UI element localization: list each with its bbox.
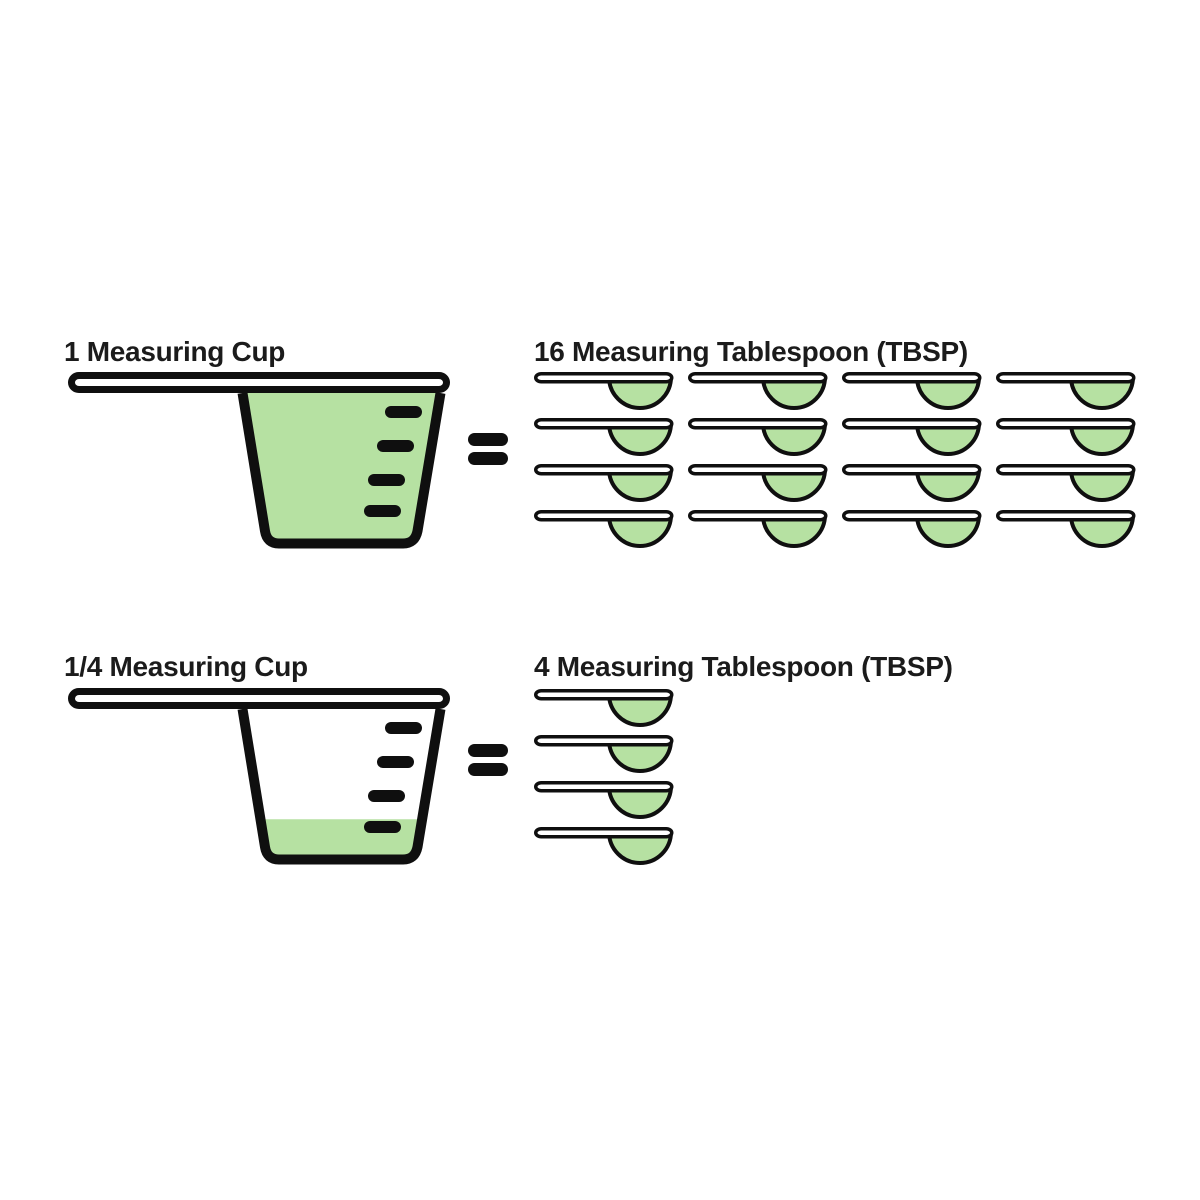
tablespoon-grid-4: [534, 687, 676, 867]
cup-tick-mark: [385, 406, 422, 418]
spoon-bowl: [1069, 421, 1135, 456]
tablespoon-icon: [996, 510, 1136, 548]
cup-body-outline: [237, 708, 446, 865]
spoon-handle: [688, 510, 828, 522]
spoon-bowl: [761, 375, 827, 410]
spoon-handle: [842, 510, 982, 522]
tablespoon-icon: [534, 372, 674, 410]
cup-tick-mark: [368, 474, 405, 486]
spoon-bowl: [915, 513, 981, 548]
equals-symbol-text: =: [468, 744, 469, 745]
tablespoon-icon: [534, 781, 674, 819]
cup-quarter-label: 1/4 Measuring Cup: [64, 651, 308, 682]
spoon-bowl: [607, 692, 673, 727]
spoon-handle: [534, 510, 674, 522]
tablespoon-icon: [996, 372, 1136, 410]
equals-sign: =: [468, 433, 508, 465]
spoon-handle: [842, 464, 982, 476]
tablespoon-icon: [534, 827, 674, 865]
spoon-handle: [534, 418, 674, 430]
spoon-handle: [688, 464, 828, 476]
spoon-handle: [534, 689, 674, 701]
cup-body-outline: [237, 392, 446, 549]
spoon-handle: [688, 418, 828, 430]
tablespoon-icon: [534, 689, 674, 727]
tablespoon-icon: [996, 464, 1136, 502]
spoon-bowl: [761, 421, 827, 456]
spoon-handle: [842, 418, 982, 430]
spoon-bowl: [607, 784, 673, 819]
spoon-handle: [996, 510, 1136, 522]
tablespoons-16-label: 16 Measuring Tablespoon (TBSP): [534, 336, 968, 367]
tablespoon-icon: [688, 464, 828, 502]
cup-tick-mark: [364, 505, 401, 517]
tablespoon-icon: [842, 464, 982, 502]
spoon-bowl: [1069, 513, 1135, 548]
tablespoon-icon: [842, 418, 982, 456]
tablespoon-icon: [842, 510, 982, 548]
spoon-bowl: [915, 467, 981, 502]
spoon-handle: [534, 464, 674, 476]
tablespoons-4-label: 4 Measuring Tablespoon (TBSP): [534, 651, 953, 682]
equals-bar: [468, 452, 508, 465]
tablespoon-grid-16: [534, 370, 1138, 550]
spoon-bowl: [1069, 375, 1135, 410]
spoon-handle: [996, 418, 1136, 430]
cup-full-label: 1 Measuring Cup: [64, 336, 286, 367]
tablespoon-icon: [688, 372, 828, 410]
spoon-bowl: [915, 375, 981, 410]
spoon-bowl: [607, 513, 673, 548]
spoon-bowl: [761, 513, 827, 548]
spoon-bowl: [1069, 467, 1135, 502]
spoon-bowl: [607, 467, 673, 502]
spoon-bowl: [607, 421, 673, 456]
spoon-handle: [534, 827, 674, 839]
spoon-bowl: [761, 467, 827, 502]
spoon-handle: [996, 464, 1136, 476]
cup-handle: [68, 688, 450, 709]
spoon-handle: [842, 372, 982, 384]
measuring-cup-quarter-icon: [68, 688, 450, 865]
tablespoon-icon: [842, 372, 982, 410]
tablespoon-icon: [688, 510, 828, 548]
spoon-bowl: [607, 375, 673, 410]
spoon-handle: [534, 781, 674, 793]
equals-bar: [468, 744, 508, 757]
cup-tick-mark: [368, 790, 405, 802]
spoon-bowl: [915, 421, 981, 456]
spoon-handle: [534, 735, 674, 747]
cup-tick-mark: [364, 821, 401, 833]
cup-tick-mark: [385, 722, 422, 734]
measuring-cup-full-icon: [68, 372, 450, 549]
spoon-handle: [534, 372, 674, 384]
cup-handle: [68, 372, 450, 393]
tablespoon-icon: [996, 418, 1136, 456]
tablespoon-icon: [534, 735, 674, 773]
tablespoon-icon: [534, 464, 674, 502]
equals-bar: [468, 763, 508, 776]
cup-tick-mark: [377, 756, 414, 768]
spoon-handle: [688, 372, 828, 384]
equals-bar: [468, 433, 508, 446]
equals-sign: =: [468, 744, 508, 776]
spoon-bowl: [607, 830, 673, 865]
equals-symbol-text: =: [468, 433, 469, 434]
spoon-handle: [996, 372, 1136, 384]
tablespoon-icon: [688, 418, 828, 456]
cup-tick-mark: [377, 440, 414, 452]
tablespoon-icon: [534, 510, 674, 548]
tablespoon-icon: [534, 418, 674, 456]
spoon-bowl: [607, 738, 673, 773]
